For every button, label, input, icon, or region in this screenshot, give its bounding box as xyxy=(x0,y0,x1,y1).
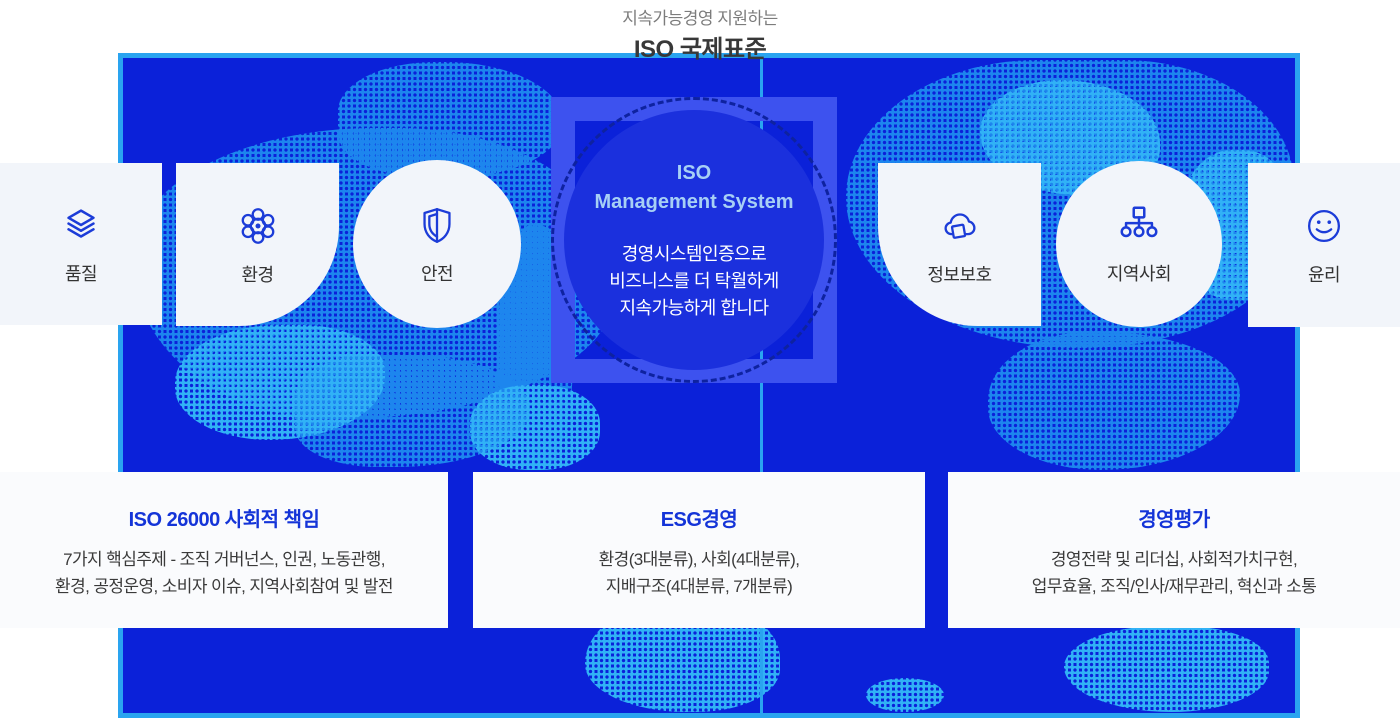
bottom-card-body: 환경(3대분류), 사회(4대분류), 지배구조(4대분류, 7개분류) xyxy=(598,550,800,596)
center-title-line2: Management System xyxy=(594,190,794,213)
card-label: 윤리 xyxy=(1307,265,1341,285)
vertical-accent-line xyxy=(760,55,763,713)
smiley-icon xyxy=(1301,203,1347,249)
page-title: ISO 국제표준 xyxy=(633,36,767,63)
center-title-line1: ISO xyxy=(676,161,712,184)
center-dashed-ring xyxy=(551,97,837,383)
card-safety: 안전 xyxy=(353,160,521,328)
layers-icon xyxy=(58,202,104,248)
world-map-dots xyxy=(866,678,944,712)
card-iso26000: ISO 26000 사회적 책임 7가지 핵심주제 - 조직 거버넌스, 인권,… xyxy=(0,472,448,628)
card-esg: ESG경영 환경(3대분류), 사회(4대분류), 지배구조(4대분류, 7개분… xyxy=(473,472,925,628)
bottom-card-title: 경영평가 xyxy=(1138,509,1210,531)
card-label: 환경 xyxy=(241,264,274,285)
bottom-card-body: 경영전략 및 리더십, 사회적가치구현, 업무효율, 조직/인사/재무관리, 혁… xyxy=(1031,550,1317,596)
atom-icon xyxy=(235,203,281,249)
card-label: 안전 xyxy=(420,264,454,284)
bottom-card-title: ISO 26000 사회적 책임 xyxy=(128,509,320,531)
world-map-dots xyxy=(470,385,600,470)
page-subtitle: 지속가능경영 지원하는 xyxy=(622,9,778,28)
card-quality: 품질 xyxy=(0,163,162,325)
card-information-security: 정보보호 xyxy=(878,163,1041,326)
bottom-card-title: ESG경영 xyxy=(660,509,738,531)
card-label: 정보보호 xyxy=(927,264,992,285)
card-management-evaluation: 경영평가 경영전략 및 리더십, 사회적가치구현, 업무효율, 조직/인사/재무… xyxy=(948,472,1400,628)
card-label: 지역사회 xyxy=(1106,264,1172,284)
cloud-document-icon xyxy=(937,203,983,249)
card-local-community: 지역사회 xyxy=(1056,161,1222,327)
world-map-dots xyxy=(988,332,1240,470)
world-map-dots xyxy=(175,325,385,440)
org-chart-icon xyxy=(1116,202,1162,248)
card-ethics: 윤리 xyxy=(1248,163,1400,327)
shield-icon xyxy=(414,202,460,248)
center-description: 경영시스템인증으로 비즈니스를 더 탁월하게 지속가능하게 합니다 xyxy=(609,243,779,318)
center-circle: ISO Management System 경영시스템인증으로 비즈니스를 더 … xyxy=(564,110,824,370)
bottom-card-body: 7가지 핵심주제 - 조직 거버넌스, 인권, 노동관행, 환경, 공정운영, … xyxy=(55,550,394,596)
card-label: 품질 xyxy=(64,264,98,284)
world-map-dots xyxy=(1064,626,1269,712)
